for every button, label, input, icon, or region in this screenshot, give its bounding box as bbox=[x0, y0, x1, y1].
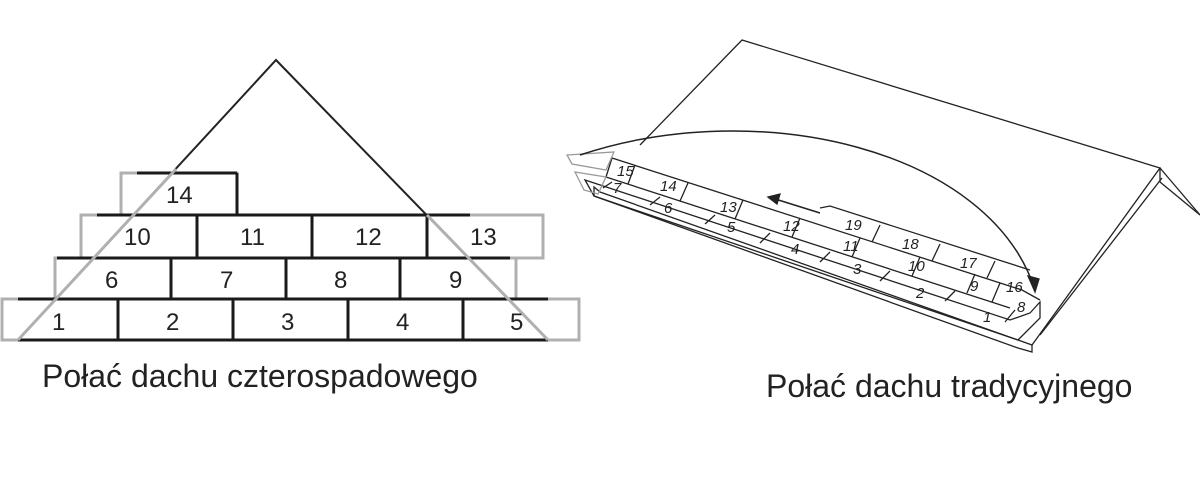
tile-label: 1 bbox=[983, 309, 991, 326]
roof-plane-outline bbox=[639, 39, 1162, 346]
tile-label: 8 bbox=[1017, 299, 1026, 316]
tile-row-bottom bbox=[583, 178, 1041, 341]
traditional-roof-diagram bbox=[565, 39, 1200, 353]
direction-arrowhead bbox=[766, 193, 781, 206]
tile-label: 15 bbox=[617, 163, 634, 180]
roof-ridge-right bbox=[1159, 167, 1200, 216]
arc-arrowhead bbox=[1026, 275, 1040, 294]
tile-label: 7 bbox=[613, 180, 622, 197]
tile-label: 3 bbox=[281, 309, 294, 336]
tile-label: 4 bbox=[791, 241, 799, 258]
tile-label: 12 bbox=[355, 224, 382, 251]
eave-board bbox=[593, 185, 1033, 353]
traditional-roof-caption: Połać dachu tradycyjnego bbox=[766, 368, 1133, 404]
tile-label: 10 bbox=[908, 258, 925, 275]
tile-row-middle bbox=[611, 157, 1041, 301]
tile-label: 9 bbox=[970, 278, 979, 295]
tile-label: 11 bbox=[843, 238, 859, 255]
hip-roof-diagram: 1 2 3 4 5 6 7 8 9 10 11 12 13 14 bbox=[0, 58, 581, 342]
tile-label: 5 bbox=[510, 309, 523, 336]
tile-label: 2 bbox=[915, 285, 925, 302]
tile-label: 5 bbox=[727, 219, 736, 236]
tile-label: 11 bbox=[240, 224, 265, 251]
tile-label: 12 bbox=[783, 218, 800, 235]
tile-label: 9 bbox=[449, 267, 462, 294]
tile-label: 16 bbox=[1006, 279, 1023, 296]
tile-label: 19 bbox=[845, 217, 862, 234]
hip-tile-labels: 1 2 3 4 5 6 7 8 9 10 11 12 13 14 bbox=[52, 182, 523, 336]
direction-arrow-left bbox=[771, 197, 821, 214]
tile-label: 7 bbox=[220, 267, 233, 294]
tile-label: 18 bbox=[902, 236, 919, 253]
tile-label: 4 bbox=[396, 309, 409, 336]
tile-label: 1 bbox=[52, 309, 65, 336]
tile-row-top bbox=[819, 205, 1031, 271]
hip-cut-lines bbox=[16, 167, 550, 342]
tile-label: 3 bbox=[853, 261, 862, 278]
tile-label: 13 bbox=[470, 224, 497, 251]
tile-label: 2 bbox=[166, 309, 179, 336]
tile-label: 13 bbox=[720, 199, 737, 216]
tile-label: 10 bbox=[124, 224, 151, 251]
tile-label: 14 bbox=[660, 178, 677, 195]
inside-tiles bbox=[18, 171, 548, 342]
placement-arc-arrow bbox=[579, 130, 1036, 291]
tile-label: 6 bbox=[105, 267, 118, 294]
faded-tiles bbox=[565, 151, 616, 195]
traditional-tile-labels: 15 14 13 12 11 10 9 8 7 6 5 4 3 2 1 19 1… bbox=[613, 163, 1026, 326]
tile-label: 14 bbox=[166, 182, 193, 209]
tile-label: 17 bbox=[960, 255, 977, 272]
tile-label: 6 bbox=[664, 200, 673, 217]
hip-roof-caption: Połać dachu czterospadowego bbox=[42, 358, 478, 394]
tile-label: 8 bbox=[334, 267, 347, 294]
